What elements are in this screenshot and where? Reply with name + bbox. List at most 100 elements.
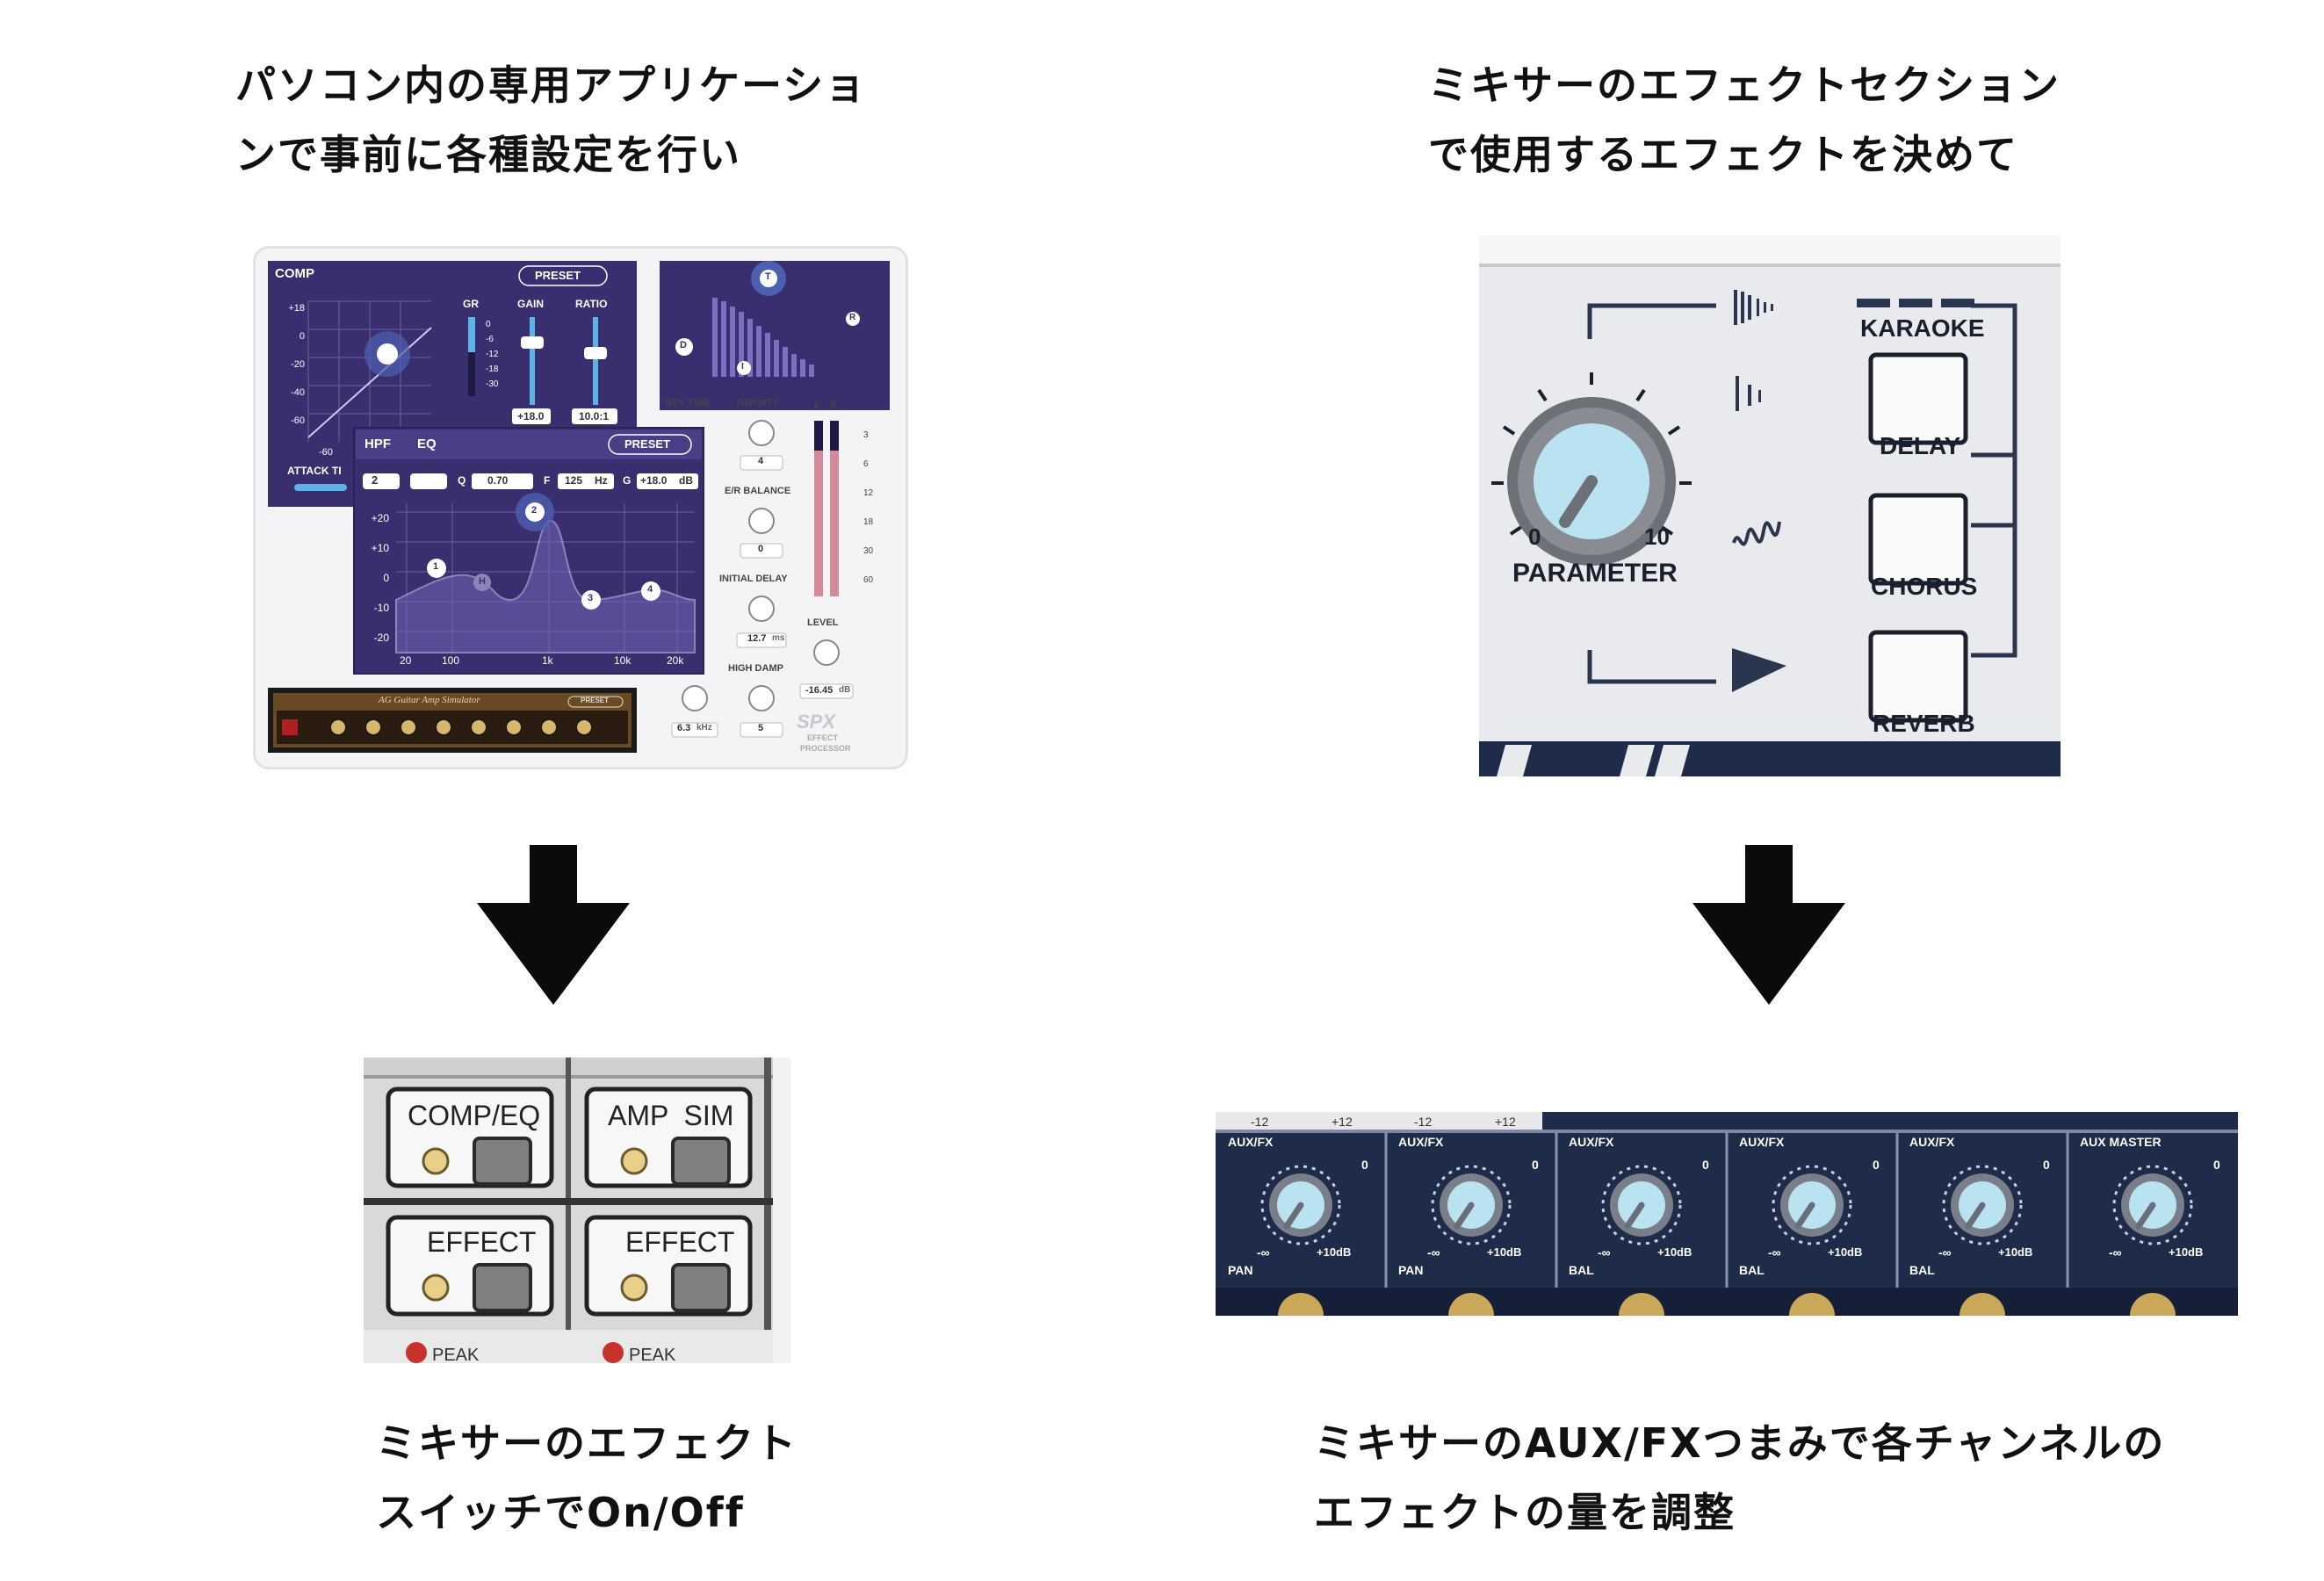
aux-fx-knob[interactable]	[2112, 1165, 2193, 1245]
eq-y-tick: +10	[371, 542, 389, 554]
gain-slider[interactable]	[530, 317, 535, 405]
caption-step-2-line1: ミキサーのエフェクトセクション	[1428, 61, 2061, 109]
aux-zero-label: 0	[1702, 1158, 1709, 1172]
gain-value[interactable]: +18.0	[517, 410, 545, 422]
eq-label[interactable]: EQ	[417, 437, 437, 451]
aux-max-label: +10dB	[1828, 1245, 1863, 1259]
eq-x-tick: 20k	[667, 654, 684, 667]
chorus-pattern-icon	[1736, 376, 1761, 411]
aux-min-label: -∞	[1427, 1245, 1440, 1260]
eq-y-tick: -20	[373, 632, 389, 644]
pan-knob[interactable]	[2130, 1293, 2176, 1316]
delay-pattern-icon	[1734, 290, 1773, 325]
eq-x-tick: 10k	[614, 654, 632, 667]
eq-y-ticks: +20 +10 0 -10 -20	[359, 503, 389, 653]
pan-knob[interactable]	[1960, 1293, 2005, 1316]
aux-fx-label: AUX/FX	[1739, 1135, 1785, 1149]
pan-bal-label: BAL	[1569, 1263, 1594, 1277]
amp-sim-switch[interactable]	[671, 1137, 731, 1186]
chorus-label: CHORUS	[1871, 573, 1978, 600]
pan-bal-label: PAN	[1398, 1263, 1424, 1277]
pan-knob[interactable]	[1619, 1293, 1664, 1316]
delay-label: DELAY	[1880, 432, 1961, 459]
ratio-value[interactable]: 10.0:1	[579, 410, 610, 422]
gr-tick: -12	[486, 350, 499, 359]
aux-fx-label: AUX/FX	[1569, 1135, 1614, 1149]
amp-preset-button[interactable]: PRESET	[581, 697, 610, 704]
ratio-label: RATIO	[575, 298, 608, 310]
effect-switch-2[interactable]	[671, 1263, 731, 1312]
reverb-knobs[interactable]	[682, 420, 840, 711]
eq-band-nodes[interactable]	[427, 502, 660, 610]
level-unit: dB	[839, 685, 851, 695]
aux-fx-knob[interactable]	[1772, 1165, 1852, 1245]
aux-zero-label: 0	[1361, 1158, 1368, 1172]
comp-preset-button[interactable]: PRESET	[535, 269, 581, 282]
top-tick: +12	[1332, 1115, 1353, 1129]
caption-step-1-line1: パソコン内の専用アプリケーショ	[235, 61, 868, 109]
eq-preset-button[interactable]: PRESET	[624, 437, 671, 451]
comp-y-ticks: +18 0 -20 -40 -60	[282, 294, 305, 435]
level-value[interactable]: -16.45	[805, 685, 834, 696]
amp-sim-label: AMP SIM	[608, 1100, 734, 1131]
amp-power-switch[interactable]	[282, 719, 298, 735]
comp-y-tick: 0	[299, 331, 305, 342]
aux-fx-knob[interactable]	[1431, 1165, 1512, 1245]
meter-tick: 30	[863, 546, 874, 556]
effect-switch-1[interactable]	[473, 1263, 532, 1312]
left-knob-value[interactable]: 6.3	[677, 723, 691, 733]
eq-g-value[interactable]: +18.0	[640, 474, 668, 487]
comp-y-tick: -20	[291, 359, 305, 370]
attack-label: ATTACK TI	[287, 465, 342, 477]
parameter-max: 10	[1644, 523, 1670, 550]
reverb-label: REVERB	[1873, 710, 1975, 737]
meter-tick: 12	[863, 488, 874, 498]
initial-delay-label: INITIAL DELAY	[719, 574, 788, 584]
hpf-label[interactable]: HPF	[364, 437, 391, 451]
eq-q-value[interactable]: 0.70	[487, 474, 509, 487]
reverb-button[interactable]	[1868, 630, 1968, 723]
comp-eq-switch[interactable]	[473, 1137, 532, 1186]
aux-min-label: -∞	[2109, 1245, 2122, 1260]
eq-f-value[interactable]: 125	[565, 474, 583, 487]
amp-knobs[interactable]	[329, 718, 593, 736]
density-value[interactable]: 4	[758, 456, 764, 466]
pan-knob[interactable]	[1448, 1293, 1494, 1316]
delay-button[interactable]	[1868, 352, 1968, 445]
gr-tick: -30	[486, 379, 499, 389]
chorus-button[interactable]	[1868, 493, 1968, 586]
initial-delay-value[interactable]: 12.7	[747, 633, 767, 644]
high-damp-value[interactable]: 5	[758, 723, 764, 733]
gr-ticks: 0 -6 -12 -18 -30	[486, 317, 498, 392]
aux-fx-knob[interactable]	[1942, 1165, 2023, 1245]
pan-knob[interactable]	[1789, 1293, 1835, 1316]
eq-node-label: 2	[531, 505, 538, 516]
aux-fx-knob[interactable]	[1260, 1165, 1341, 1245]
comp-eq-label: COMP/EQ	[408, 1100, 541, 1131]
aux-min-label: -∞	[1938, 1245, 1952, 1260]
reverb-pattern-icon	[1732, 648, 1786, 692]
app-screenshot: COMP PRESET +18 0 -20 -40 -60 -60 GR 0 -…	[253, 246, 908, 769]
meter-r-label: R	[830, 400, 837, 410]
aux-zero-label: 0	[2213, 1158, 2220, 1172]
caption-step-2: ミキサーのエフェクトセクション で使用するエフェクトを決めて	[1428, 51, 2061, 190]
eq-y-tick: -10	[373, 602, 389, 614]
comp-title: COMP	[275, 266, 314, 281]
gr-label: GR	[463, 298, 479, 310]
er-balance-label: E/R BALANCE	[725, 486, 791, 496]
reverb-decay-bars	[712, 298, 814, 377]
comp-x-tick: -60	[319, 447, 333, 458]
er-balance-value[interactable]: 0	[758, 544, 764, 554]
ratio-slider[interactable]	[593, 317, 598, 405]
caption-step-4-line2: エフェクトの量を調整	[1314, 1489, 1736, 1536]
down-arrow-right	[1692, 845, 1845, 1005]
eq-band-select[interactable]: 2	[372, 473, 379, 487]
aux-fx-label: AUX/FX	[1398, 1135, 1444, 1149]
rev-time-label: REV TIME	[665, 398, 711, 408]
peak-led-icon	[406, 1342, 427, 1363]
reverb-node-label: R	[849, 313, 856, 322]
aux-fx-knob[interactable]	[1601, 1165, 1682, 1245]
caption-step-4-line1: ミキサーのAUX/FXつまみで各チャンネルの	[1314, 1419, 2166, 1467]
pan-knob[interactable]	[1278, 1293, 1324, 1316]
